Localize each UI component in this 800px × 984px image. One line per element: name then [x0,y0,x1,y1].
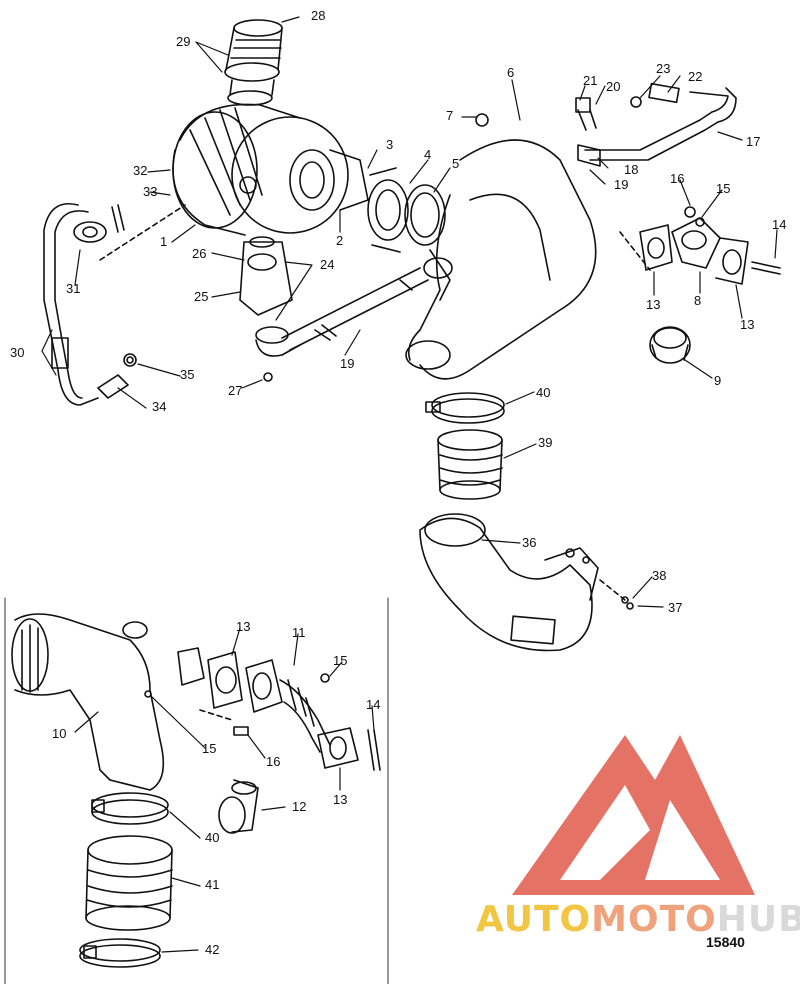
callout-30: 30 [10,345,25,360]
callout-8: 8 [694,293,702,308]
exhaust-pipe-36 [419,513,634,652]
callout-33: 33 [143,184,158,199]
callout-42: 42 [205,942,220,957]
exhaust-elbow [405,113,597,380]
leader-lines [41,16,778,953]
callout-17: 17 [746,134,761,149]
water-line-17 [575,82,737,167]
inset-frame [4,597,389,984]
callout-13-inset-bottom: 13 [333,792,348,807]
callout-40-top: 40 [536,385,551,400]
callout-35: 35 [180,367,195,382]
oil-line [43,203,186,406]
callout-15-top: 15 [716,181,731,196]
brand-part-hub: HUB [716,899,800,940]
coupler-39-40 [425,392,505,500]
callout-19-bottom: 19 [340,356,355,371]
fitting-9 [649,326,691,364]
callout-39: 39 [538,435,553,450]
top-coupler [224,19,283,106]
wastegate-bracket [239,236,301,382]
callout-41: 41 [205,877,220,892]
callout-19-top: 19 [614,177,629,192]
callout-36: 36 [522,535,537,550]
callout-28: 28 [311,8,326,23]
callout-5: 5 [452,156,460,171]
callout-7: 7 [446,108,454,123]
callout-13-top-left: 13 [646,297,661,312]
callout-10: 10 [52,726,67,741]
callout-4: 4 [424,147,432,162]
callout-14-inset: 14 [366,697,381,712]
callout-9: 9 [714,373,722,388]
callout-13-top-right: 13 [740,317,755,332]
inset-assembly [144,647,381,771]
callout-26: 26 [192,246,207,261]
callout-2: 2 [336,233,344,248]
callout-32: 32 [133,163,148,178]
callout-38: 38 [652,568,667,583]
callout-21: 21 [583,73,598,88]
callout-37: 37 [668,600,683,615]
callout-1: 1 [160,234,168,249]
callout-24: 24 [320,257,335,272]
pipe-19 [281,267,429,351]
callout-11: 11 [292,625,306,640]
callout-40-inset: 40 [205,830,220,845]
callout-18: 18 [624,162,639,177]
callout-20: 20 [606,79,621,94]
callout-34: 34 [152,399,167,414]
callout-6: 6 [507,65,515,80]
logo-mark [512,735,755,895]
callout-27: 27 [228,383,243,398]
turbocharger [172,103,369,236]
callout-29: 29 [176,34,191,49]
callout-25: 25 [194,289,209,304]
brand-wordmark: AUTOMOTOHUB [476,900,800,940]
callout-15-inset-right: 15 [333,653,348,668]
callout-31: 31 [66,281,81,296]
callout-13-inset-top: 13 [236,619,251,634]
callout-3: 3 [386,137,394,152]
callout-15-inset-left: 15 [202,741,217,756]
callout-12: 12 [292,799,307,814]
brand-part-auto: AUTO [476,899,592,940]
callout-16-top: 16 [670,171,685,186]
callout-22: 22 [688,69,703,84]
document-number: 15840 [706,934,745,950]
outlet-assembly [619,206,781,285]
callout-16-inset: 16 [266,754,281,769]
elbow-10 [11,613,165,791]
callout-23: 23 [656,61,671,76]
gaskets-3-5 [367,167,446,253]
brand-part-moto: MOTO [591,899,717,940]
coupler-40-41-42 [79,792,173,968]
callout-14-top: 14 [772,217,787,232]
fitting-12 [218,779,259,834]
